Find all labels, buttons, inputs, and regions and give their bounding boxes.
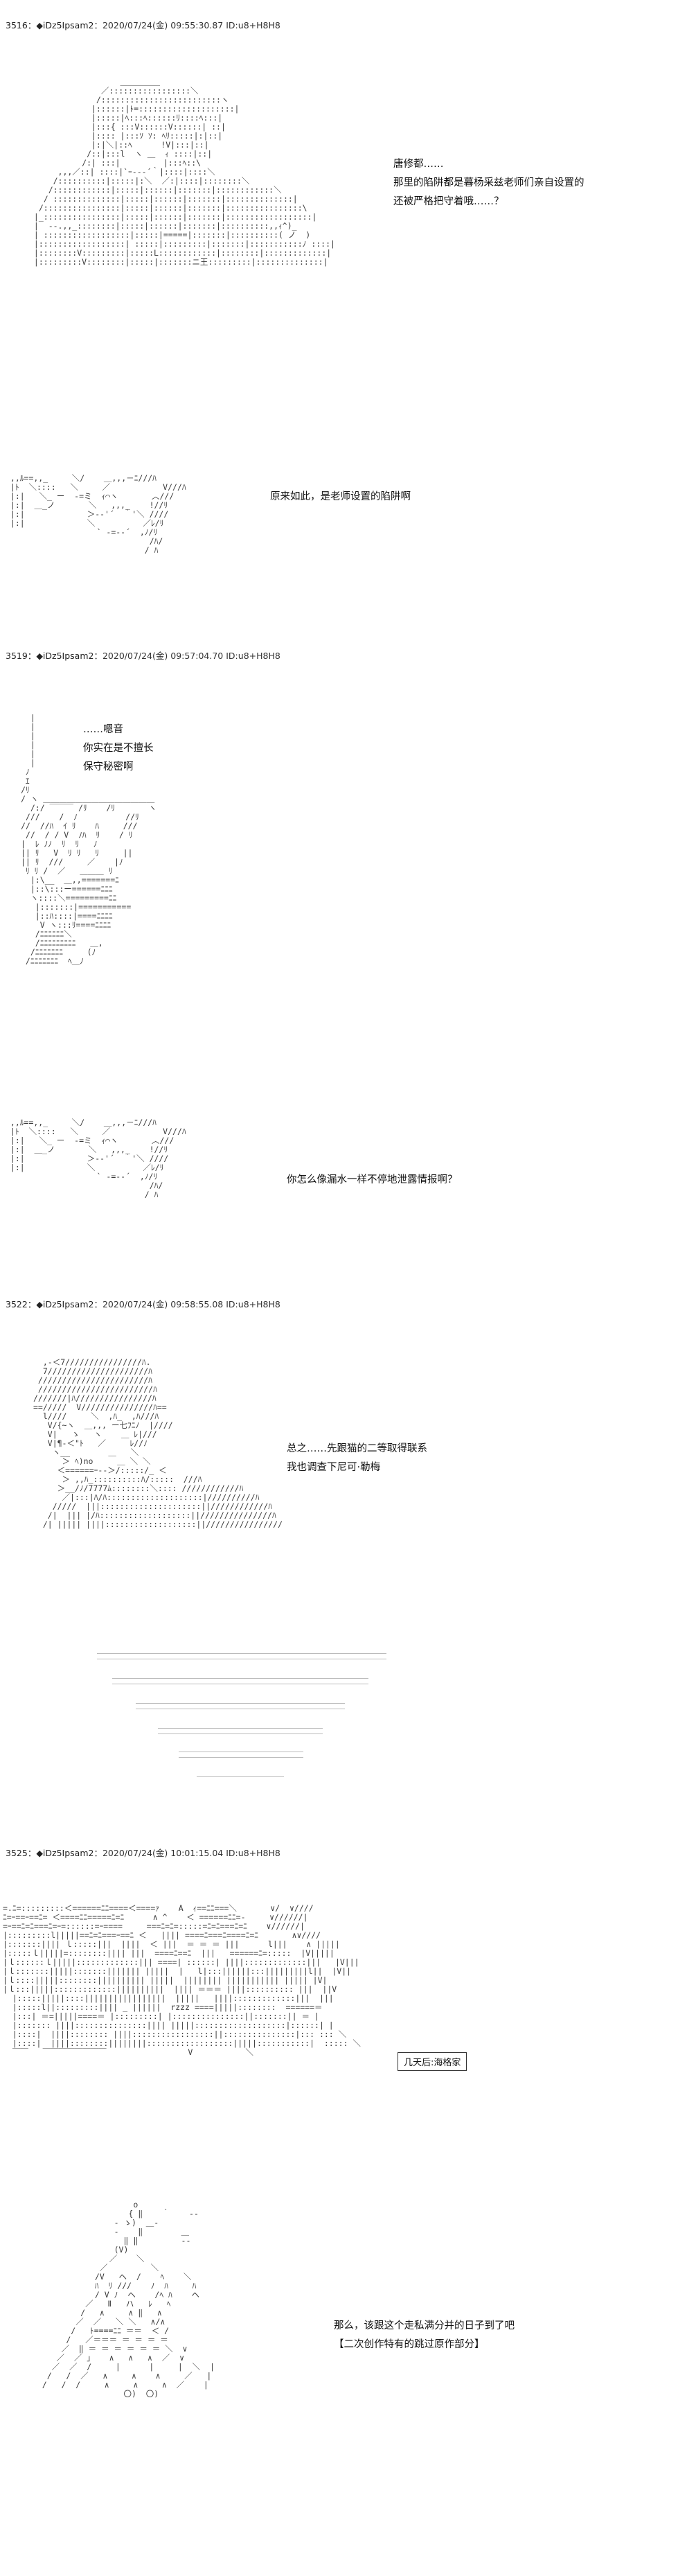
poster-id: ID:u8+H8H8 (226, 651, 280, 661)
speech-block: ……嗯音 你实在是不擅长 保守秘密啊 (83, 721, 154, 777)
speech-line: 唐修都…… (393, 159, 444, 170)
post-number[interactable]: 3525 (6, 1848, 28, 1858)
post-number[interactable]: 3522 (6, 1299, 28, 1309)
speech-block: 唐修都…… 那里的陷阱都是暮杨采兹老师们亲自设置的 还被严格把守着哦……？ (393, 155, 585, 211)
post-number[interactable]: 3519 (6, 651, 28, 661)
post-datetime: ：2020/07/24(金) 10:01:15.04 (93, 1848, 224, 1858)
post-datetime: ：2020/07/24(金) 09:58:55.08 (93, 1299, 224, 1309)
divider-line (197, 1776, 284, 1777)
ascii-art-reply-face: ,,ﾙ==,,_ ＼/ ＿,,,－ﾆ///ﾊ |ﾄ ＼:::: ＼ ／ V///… (10, 473, 186, 555)
ascii-art-reply-face: ,,ﾙ==,,_ ＼/ ＿,,,－ﾆ///ﾊ |ﾄ ＼:::: ＼ ／ V///… (10, 1118, 186, 1199)
poster-trip: ：◆iDz5Ipsam2 (27, 1848, 94, 1858)
reply-line: 原来如此，是老师设置的陷阱啊 (270, 491, 411, 502)
ascii-art-character-standing: | | | | | | ﾉ ｴ /ﾘ / ヽ ＿＿＿＿＿＿＿＿＿＿＿＿＿＿ /:… (21, 713, 157, 966)
reply-line: 你怎么像漏水一样不停地泄露情报啊？ (287, 1174, 458, 1185)
post-datetime: ：2020/07/24(金) 09:55:30.87 (93, 20, 224, 30)
post-header: 3522：◆iDz5Ipsam2：2020/07/24(金) 09:58:55.… (6, 1297, 280, 1310)
divider-line (158, 1733, 323, 1734)
divider-line (158, 1728, 323, 1729)
divider-line (179, 1757, 303, 1758)
poster-id: ID:u8+H8H8 (226, 1299, 280, 1309)
speech-line: 保守秘密啊 (83, 761, 134, 773)
speech-line: 那么，该跟这个走私满分并的日子到了吧 (334, 2320, 515, 2331)
speech-line: 我也调查下尼可·勒梅 (287, 1462, 381, 1473)
speech-line: 总之……先跟猫的二等取得联系 (287, 1443, 427, 1454)
scene-caption: 几天后:海格家 (398, 2052, 467, 2071)
speech-line: ……嗯音 (83, 724, 123, 735)
post-header: 3519：◆iDz5Ipsam2：2020/07/24(金) 09:57:04.… (6, 649, 280, 662)
speech-line: 你实在是不擅长 (83, 743, 154, 754)
poster-trip: ：◆iDz5Ipsam2 (27, 1299, 94, 1309)
ascii-art-character-smiling: ＿＿＿＿＿ ／:::::::::::::::::＼ /:::::::::::::… (33, 77, 335, 267)
poster-trip: ：◆iDz5Ipsam2 (27, 20, 94, 30)
speech-block: 那么，该跟这个走私满分并的日子到了吧 【二次创作特有的跳过原作部分】 (334, 2317, 515, 2354)
ascii-art-character-back-view: o { ‖ ｀ ‐‐ ‐ ゝ) ＿‐ ‐ ‖ ＿ ‖ ‖ ‐‐ (V) ／ ＼ … (42, 2200, 215, 2399)
ascii-art-hut-scene: =.ﾆ=:::::::::＜======ﾆﾆ====＜====ｧ A ｨ==ﾆﾆ… (3, 1903, 361, 2057)
poster-id: ID:u8+H8H8 (226, 20, 280, 30)
poster-trip: ：◆iDz5Ipsam2 (27, 651, 94, 661)
speech-line: 还被严格把守着哦……？ (393, 196, 504, 207)
speech-block: 总之……先跟猫的二等取得联系 我也调查下尼可·勒梅 (287, 1440, 427, 1477)
divider-line (136, 1703, 345, 1704)
post-number[interactable]: 3516 (6, 20, 28, 30)
post-header: 3516：◆iDz5Ipsam2：2020/07/24(金) 09:55:30.… (6, 18, 280, 31)
ascii-art-character-spiky-hair: ,-＜7////////////////ﾊ. 7////////////////… (33, 1357, 283, 1529)
speech-line: 【二次创作特有的跳过原作部分】 (334, 2339, 485, 2350)
divider-line (112, 1678, 368, 1679)
poster-id: ID:u8+H8H8 (226, 1848, 280, 1858)
divider-line (97, 1653, 386, 1654)
post-header: 3525：◆iDz5Ipsam2：2020/07/24(金) 10:01:15.… (6, 1846, 280, 1859)
post-datetime: ：2020/07/24(金) 09:57:04.70 (93, 651, 224, 661)
speech-line: 那里的陷阱都是暮杨采兹老师们亲自设置的 (393, 177, 585, 188)
